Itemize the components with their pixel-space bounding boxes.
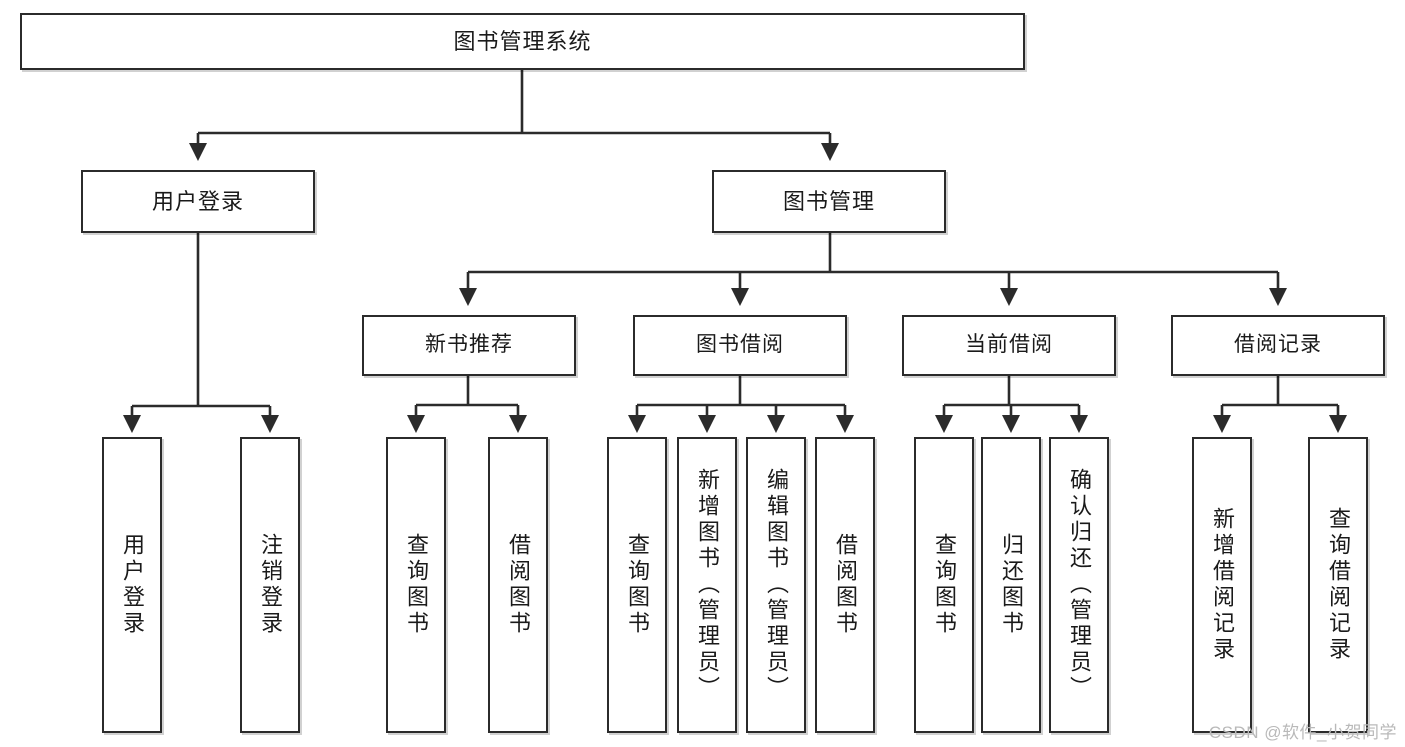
node-new-book-recommend[interactable]: 新书推荐 [362,315,576,376]
node-leaf-add-book[interactable]: 新增图书（管理员） [677,437,737,733]
node-label: 图书管理 [782,188,875,214]
node-leaf-query-book-3[interactable]: 查询图书 [914,437,974,733]
node-label: 查询图书 [931,533,957,637]
watermark-text: CSDN @软件_小贺同学 [1208,723,1397,742]
node-root-system[interactable]: 图书管理系统 [20,13,1025,70]
node-borrow-record[interactable]: 借阅记录 [1171,315,1385,376]
node-label: 编辑图书（管理员） [763,468,789,702]
node-leaf-user-login[interactable]: 用户登录 [102,437,162,733]
node-label: 新书推荐 [425,333,513,357]
node-label: 借阅记录 [1234,333,1322,357]
node-label: 确认归还（管理员） [1066,468,1092,702]
node-leaf-edit-book[interactable]: 编辑图书（管理员） [746,437,806,733]
node-leaf-borrow-book-1[interactable]: 借阅图书 [488,437,548,733]
node-label: 查询图书 [624,533,650,637]
node-label: 当前借阅 [965,333,1053,357]
node-leaf-query-book-1[interactable]: 查询图书 [386,437,446,733]
node-leaf-logout-login[interactable]: 注销登录 [240,437,300,733]
node-label: 图书管理系统 [453,28,592,54]
node-label: 新增图书（管理员） [694,468,720,702]
node-leaf-confirm-return[interactable]: 确认归还（管理员） [1049,437,1109,733]
node-current-borrow[interactable]: 当前借阅 [902,315,1116,376]
node-label: 用户登录 [151,188,244,214]
node-label: 归还图书 [998,533,1024,637]
node-leaf-query-record[interactable]: 查询借阅记录 [1308,437,1368,733]
node-label: 图书借阅 [696,333,784,357]
node-leaf-query-book-2[interactable]: 查询图书 [607,437,667,733]
node-label: 用户登录 [119,533,145,637]
node-label: 借阅图书 [505,533,531,637]
node-label: 查询图书 [403,533,429,637]
node-label: 查询借阅记录 [1325,507,1351,663]
node-leaf-return-book[interactable]: 归还图书 [981,437,1041,733]
node-book-manage[interactable]: 图书管理 [712,170,946,233]
node-book-borrow[interactable]: 图书借阅 [633,315,847,376]
node-leaf-borrow-book-2[interactable]: 借阅图书 [815,437,875,733]
node-label: 注销登录 [257,533,283,637]
node-user-login[interactable]: 用户登录 [81,170,315,233]
node-leaf-add-record[interactable]: 新增借阅记录 [1192,437,1252,733]
node-label: 借阅图书 [832,533,858,637]
node-label: 新增借阅记录 [1209,507,1235,663]
